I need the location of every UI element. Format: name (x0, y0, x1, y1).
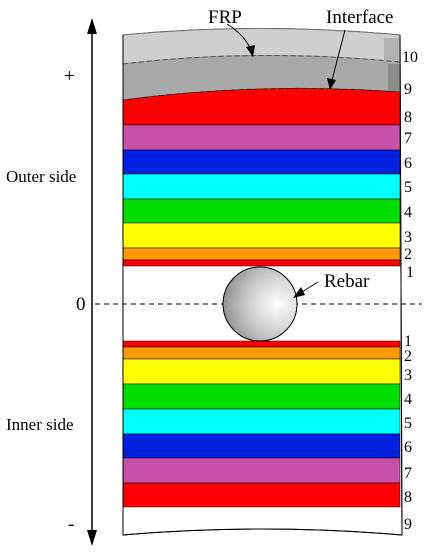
lower-number-9: 9 (404, 516, 412, 533)
zero-label: 0 (76, 294, 86, 315)
lower-number-8: 8 (404, 489, 412, 506)
upper-number-9: 9 (404, 81, 412, 98)
lower-number-3: 3 (404, 367, 412, 384)
interface-leader-line (330, 29, 346, 85)
frp-leader-head (246, 45, 255, 57)
upper-layer-6 (122, 149, 401, 175)
upper-layer-7 (122, 124, 401, 151)
upper-number-10: 10 (402, 49, 418, 66)
upper-number-1: 1 (406, 264, 414, 281)
upper-number-2: 2 (404, 246, 412, 263)
lower-number-7: 7 (404, 465, 412, 482)
upper-layer-4 (122, 198, 401, 224)
rebar-circle (222, 266, 298, 342)
interface-leader-head (327, 78, 336, 90)
upper-number-8: 8 (404, 109, 412, 126)
frp-label: FRP (208, 7, 242, 28)
minus-sign: - (68, 514, 74, 535)
rebar-label: Rebar (324, 271, 370, 292)
lower-number-4: 4 (404, 391, 412, 408)
lower-layer-1 (122, 340, 401, 348)
arrow-head-bottom (87, 530, 97, 546)
upper-number-5: 5 (404, 179, 412, 196)
interface-label: Interface (326, 7, 394, 28)
plus-sign: + (64, 66, 75, 87)
upper-number-3: 3 (404, 229, 412, 246)
lower-layer-5 (122, 408, 401, 435)
rebar-leader-head (293, 287, 305, 298)
outer-side-label: Outer side (6, 167, 76, 186)
column-right-edge (399, 34, 403, 536)
lower-layer-4 (122, 383, 401, 410)
column-bottom-edge (122, 528, 403, 536)
lower-number-1: 1 (404, 333, 412, 350)
interface-edge-shade (388, 64, 400, 92)
lower-number-6: 6 (404, 439, 412, 456)
lower-layer-6 (122, 433, 401, 459)
frp-edge-shade (384, 38, 400, 64)
upper-layer-2 (122, 247, 401, 261)
lower-layer-8 (122, 482, 401, 508)
arrow-head-top (87, 18, 97, 34)
upper-number-7: 7 (404, 130, 412, 147)
inner-side-label: Inner side (6, 415, 74, 434)
lower-layer-3 (122, 358, 401, 385)
upper-number-6: 6 (404, 155, 412, 172)
upper-layer-3 (122, 222, 401, 249)
lower-number-2: 2 (404, 348, 412, 365)
upper-layer-1 (122, 259, 401, 267)
upper-number-4: 4 (404, 204, 412, 221)
lower-layer-2 (122, 346, 401, 360)
lower-layer-7 (122, 457, 401, 484)
lower-number-5: 5 (404, 415, 412, 432)
upper-layer-5 (122, 173, 401, 200)
